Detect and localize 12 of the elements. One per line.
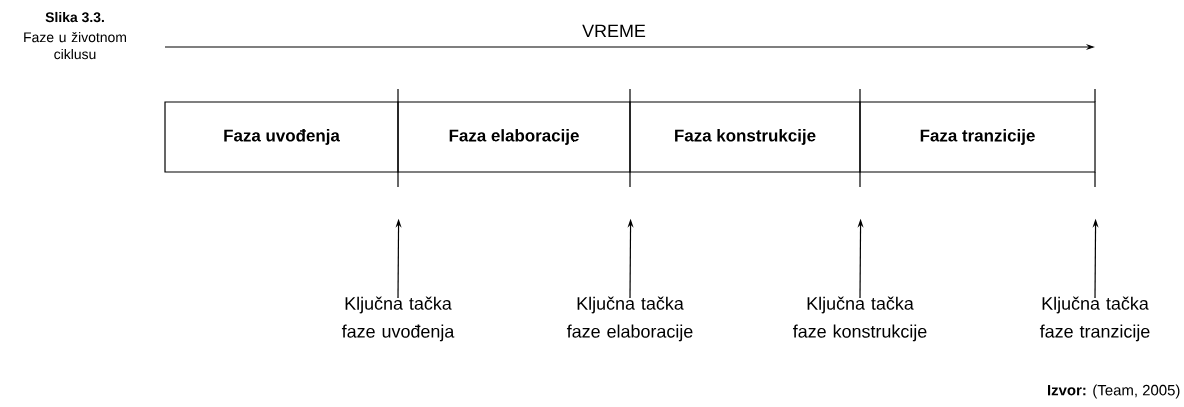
- phase-box: Faza uvođenja: [164, 101, 399, 173]
- axis-label: VREME: [582, 24, 646, 38]
- source-note: Izvor: (Team, 2005): [1047, 384, 1180, 399]
- milestone-label: Ključna tačka faze elaboracije: [566, 296, 693, 342]
- milestone-label: Ključna tačka faze konstrukcije: [793, 296, 927, 342]
- phase-box: Faza elaboracije: [397, 101, 631, 173]
- figure-caption: Faze u životnom ciklusu: [24, 31, 126, 60]
- phase-box: Faza konstrukcije: [629, 101, 861, 173]
- milestone-label: Ključna tačka faze tranzicije: [1039, 296, 1150, 342]
- phase-box: Faza tranzicije: [859, 101, 1096, 173]
- figure-number: Slika 3.3.: [45, 11, 104, 23]
- milestone-label: Ključna tačka faze uvođenja: [341, 296, 455, 342]
